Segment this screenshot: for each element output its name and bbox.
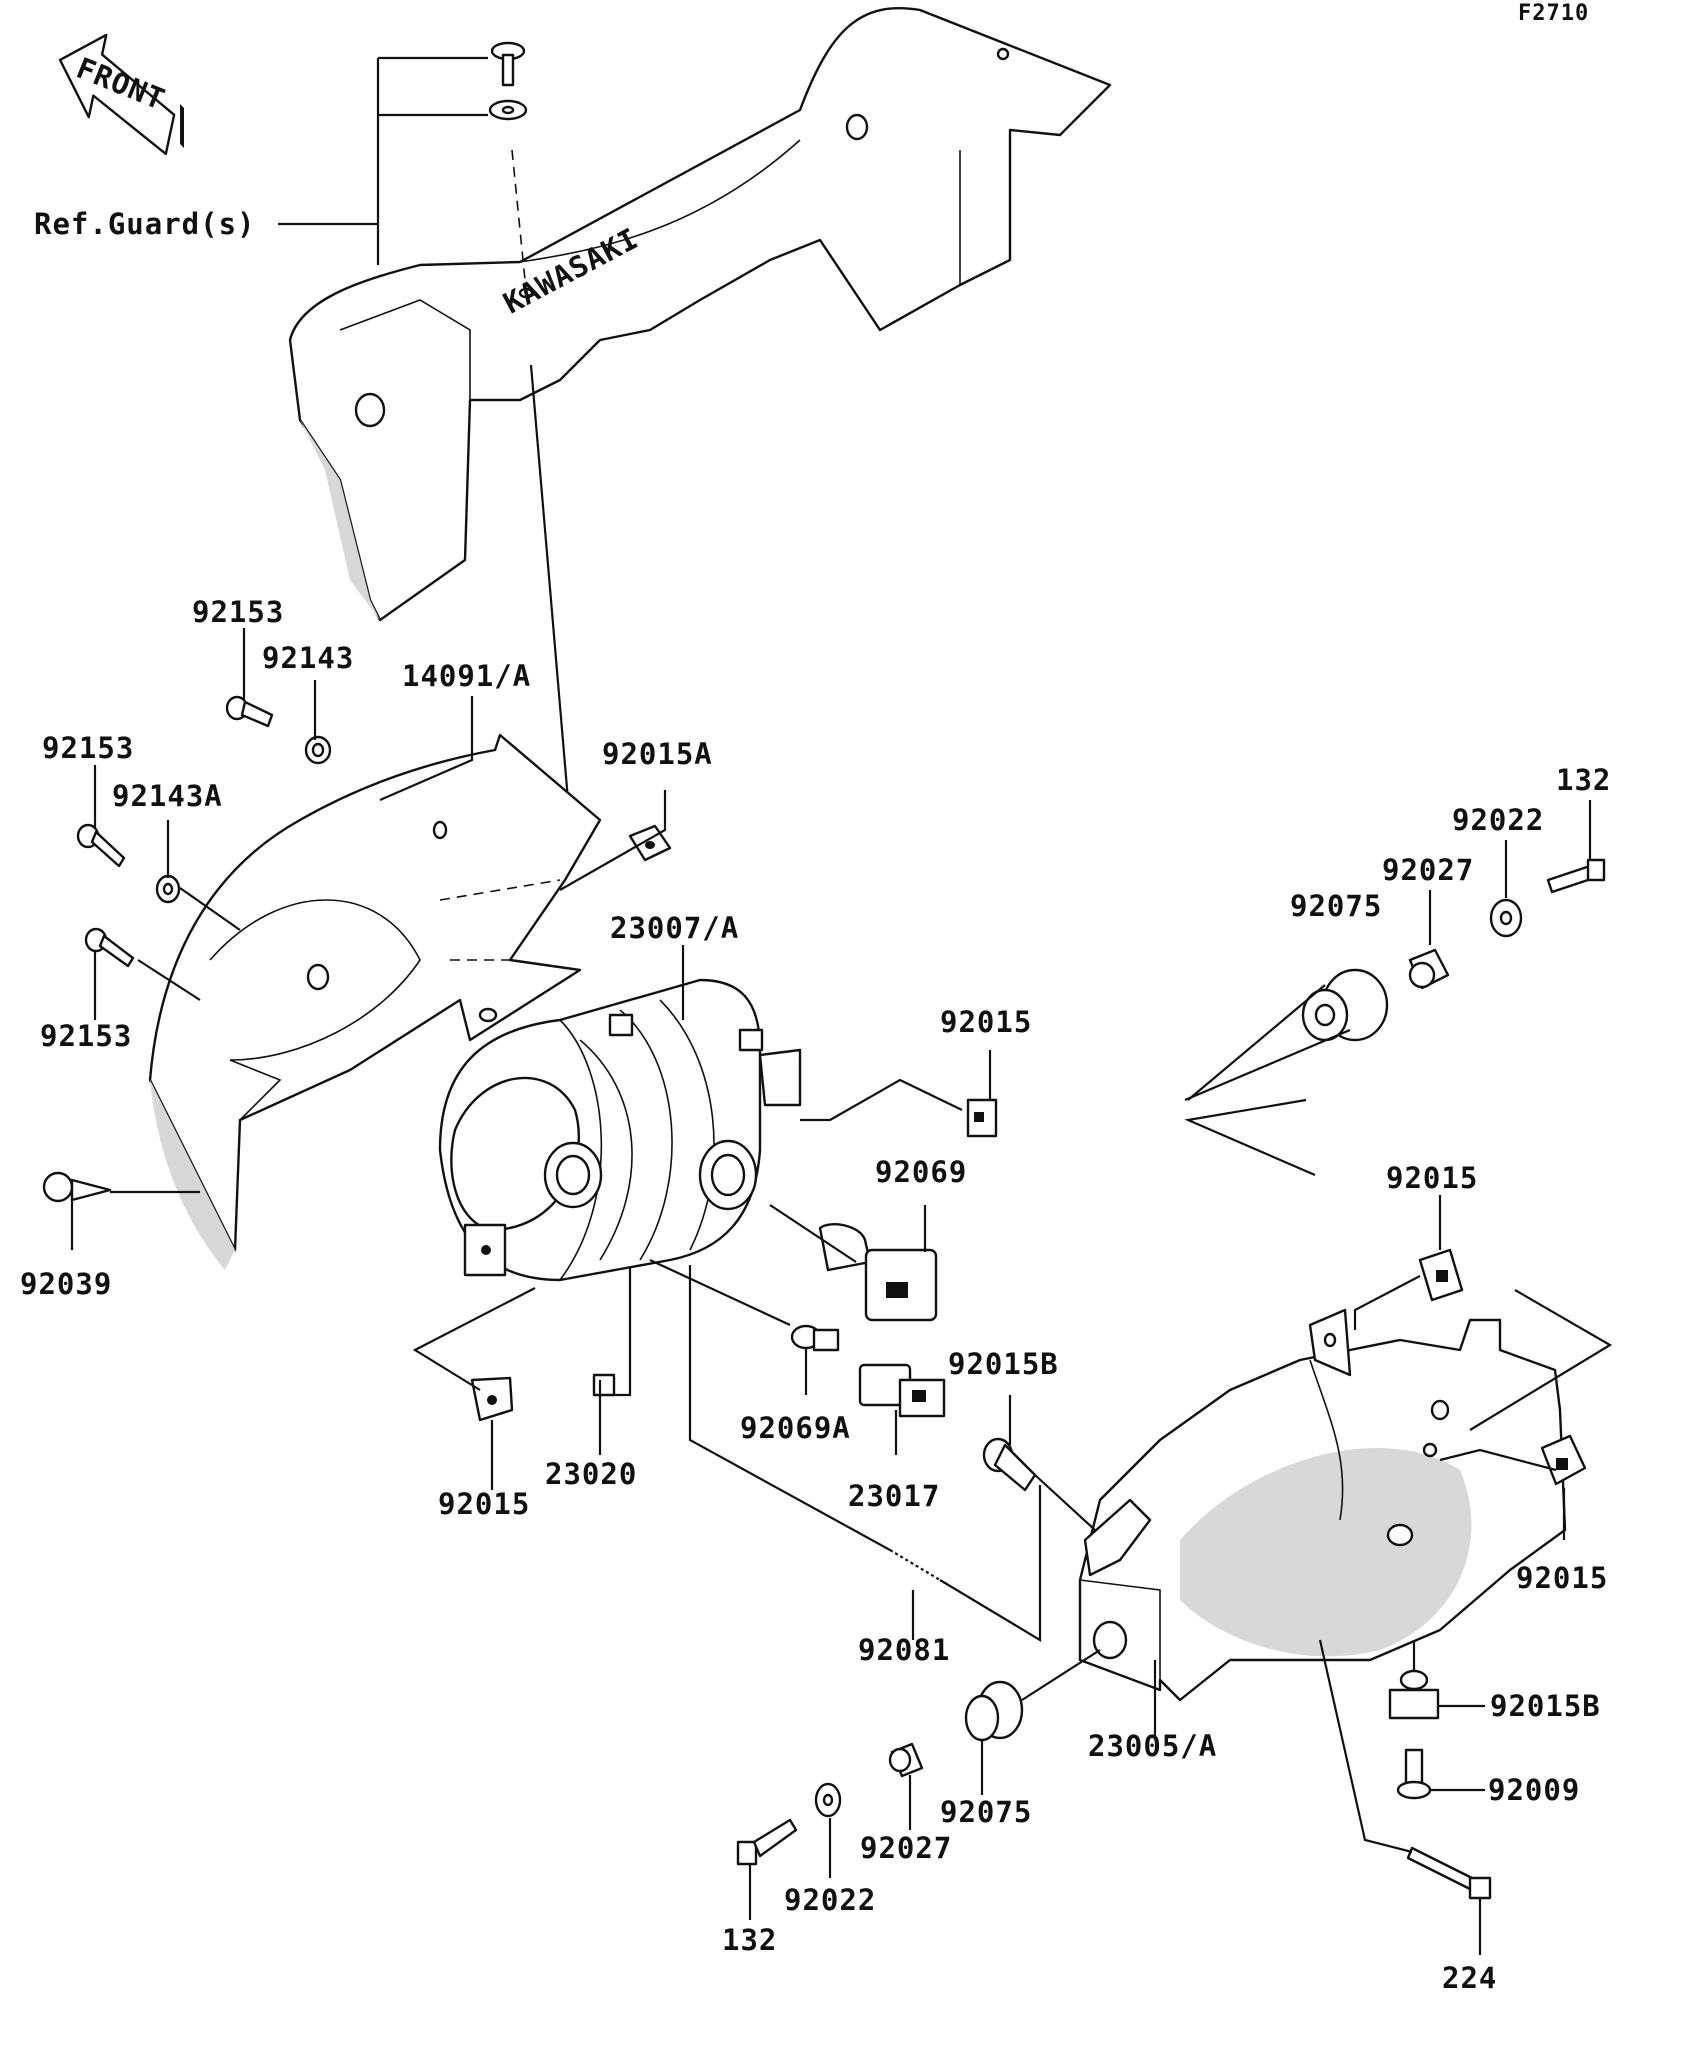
label-92015b-b: 92015B bbox=[1490, 1689, 1601, 1723]
nut-icon bbox=[592, 1373, 616, 1397]
bolt-icon bbox=[84, 927, 135, 968]
clip-nut-icon bbox=[966, 1098, 998, 1138]
collar-icon bbox=[982, 1437, 1037, 1492]
bulb-icon bbox=[790, 1324, 840, 1352]
label-92015a: 92015A bbox=[602, 737, 713, 771]
label-92027-b: 92027 bbox=[860, 1831, 952, 1865]
bolt-icon bbox=[225, 695, 274, 728]
label-14091-a: 14091/A bbox=[402, 659, 531, 693]
rivet-icon bbox=[42, 1171, 112, 1203]
label-23007-a: 23007/A bbox=[610, 911, 739, 945]
label-92039: 92039 bbox=[20, 1267, 112, 1301]
label-92069: 92069 bbox=[875, 1155, 967, 1189]
label-92027-a: 92027 bbox=[1382, 853, 1474, 887]
clip-nut-icon bbox=[1540, 1434, 1587, 1486]
bolt-icon bbox=[736, 1818, 798, 1866]
collar-icon bbox=[888, 1742, 924, 1778]
label-92015-d: 92015 bbox=[1516, 1561, 1608, 1595]
label-92075-a: 92075 bbox=[1290, 889, 1382, 923]
bolt-icon bbox=[1546, 858, 1606, 894]
socket-icon bbox=[858, 1363, 946, 1418]
washer-icon bbox=[155, 874, 181, 904]
label-92075-b: 92075 bbox=[940, 1795, 1032, 1829]
label-23020: 23020 bbox=[545, 1457, 637, 1491]
label-92015-a: 92015 bbox=[940, 1005, 1032, 1039]
label-23017: 23017 bbox=[848, 1479, 940, 1513]
top-screw-icon bbox=[490, 41, 526, 87]
collar-icon bbox=[304, 735, 332, 765]
washer-icon bbox=[814, 1782, 842, 1818]
label-224: 224 bbox=[1442, 1961, 1497, 1995]
bulb-icon bbox=[818, 1223, 938, 1322]
diagram-code: F2710 bbox=[1518, 1, 1589, 26]
label-92081: 92081 bbox=[858, 1633, 950, 1667]
grommet-icon bbox=[964, 1680, 1024, 1742]
label-92015-b: 92015 bbox=[438, 1487, 530, 1521]
label-92153-b: 92153 bbox=[42, 731, 134, 765]
label-92015-c: 92015 bbox=[1386, 1161, 1478, 1195]
spring-icon bbox=[889, 1549, 941, 1581]
label-92015b-a: 92015B bbox=[948, 1347, 1059, 1381]
left-side-cover bbox=[148, 733, 602, 1270]
clip-nut-icon bbox=[1418, 1248, 1464, 1302]
label-92143: 92143 bbox=[262, 641, 354, 675]
label-23005-a: 23005/A bbox=[1088, 1729, 1217, 1763]
headlight-upper-cover: KAWASAKI bbox=[288, 6, 1112, 622]
right-headlight-housing bbox=[1078, 1308, 1567, 1702]
clip-nut-icon bbox=[470, 1376, 514, 1422]
clip-nut-icon bbox=[628, 824, 672, 862]
label-92153-c: 92153 bbox=[40, 1019, 132, 1053]
label-92069a: 92069A bbox=[740, 1411, 851, 1445]
long-bolt-icon bbox=[1406, 1846, 1492, 1900]
label-92022-b: 92022 bbox=[784, 1883, 876, 1917]
bolt-icon bbox=[76, 823, 126, 868]
collar-icon bbox=[1408, 948, 1450, 990]
washer-icon bbox=[1489, 898, 1523, 938]
grommet-icon bbox=[1301, 968, 1389, 1042]
label-132-a: 132 bbox=[1556, 763, 1611, 797]
ref-guard-label: Ref.Guard(s) bbox=[34, 207, 256, 241]
front-arrow-icon: FRONT bbox=[58, 33, 184, 156]
screw-icon bbox=[1396, 1748, 1432, 1800]
top-washer-icon bbox=[488, 99, 528, 121]
label-92143a: 92143A bbox=[112, 779, 223, 813]
headlight-housing bbox=[438, 978, 802, 1282]
label-92022-a: 92022 bbox=[1452, 803, 1544, 837]
collar-icon bbox=[1388, 1669, 1440, 1720]
label-92009: 92009 bbox=[1488, 1773, 1580, 1807]
label-92153-a: 92153 bbox=[192, 595, 284, 629]
label-132-b: 132 bbox=[722, 1923, 777, 1957]
